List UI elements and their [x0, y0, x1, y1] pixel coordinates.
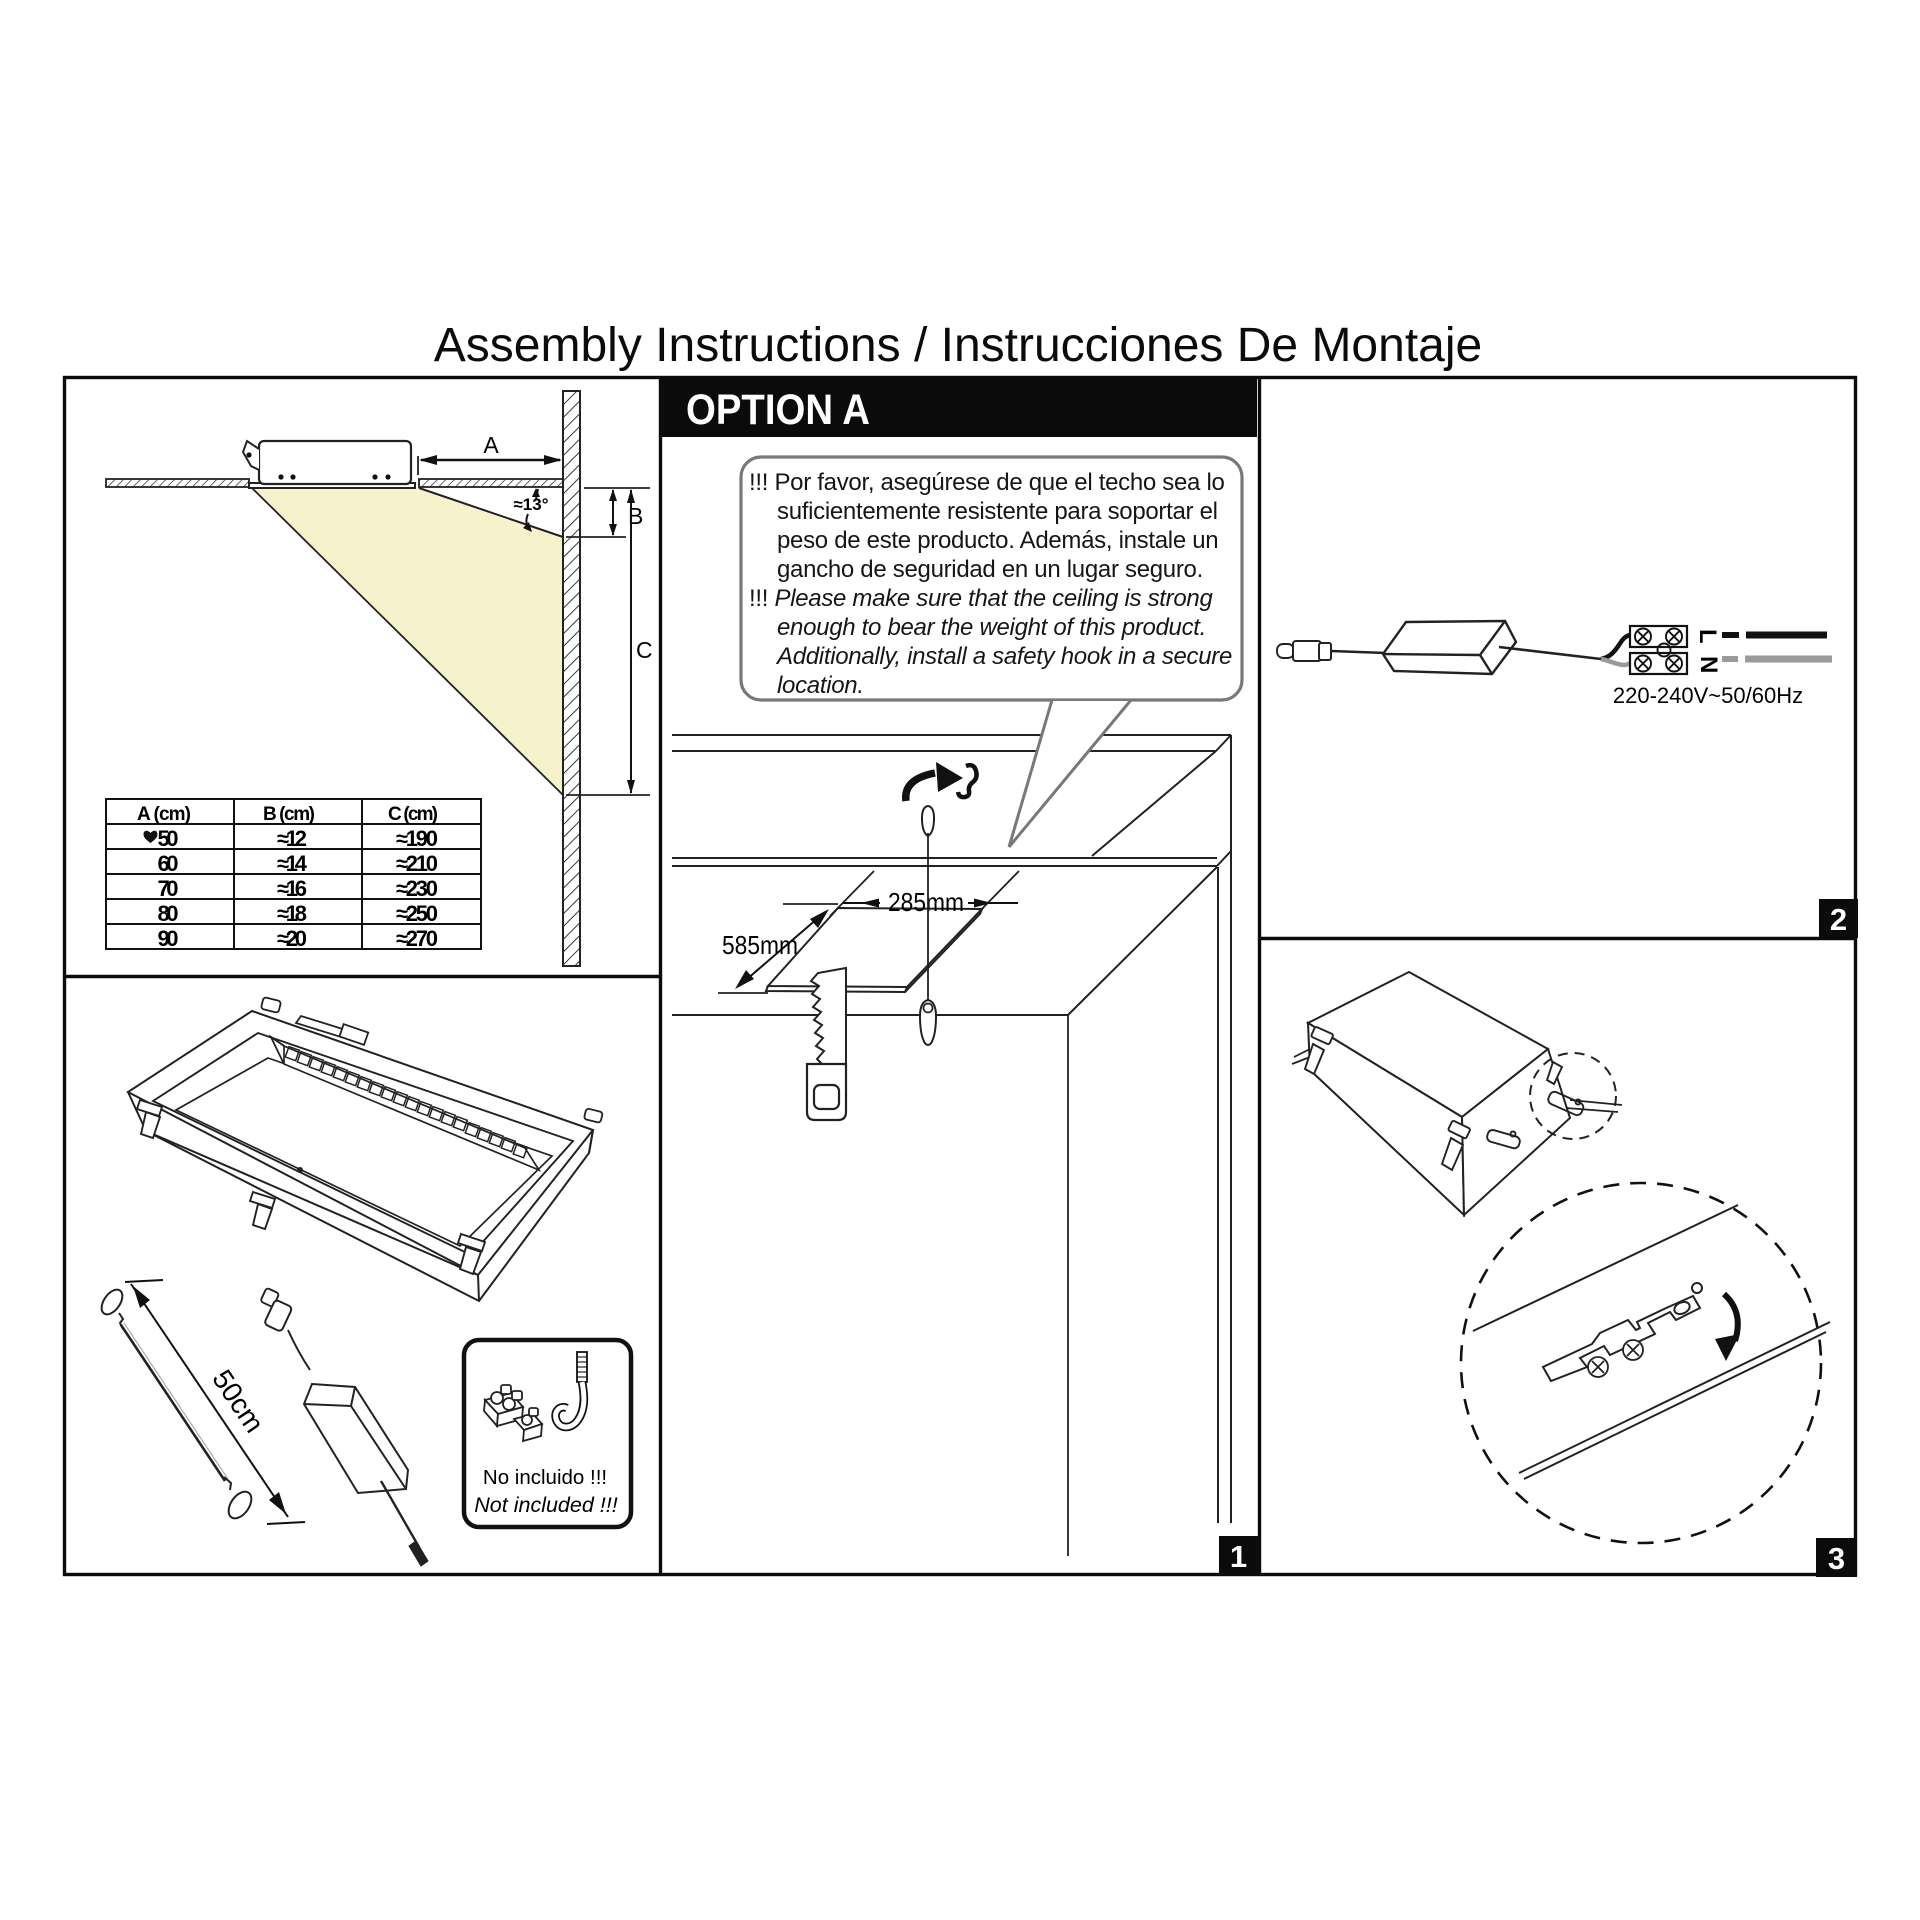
svg-text:C (cm): C (cm)	[388, 804, 438, 825]
svg-text:585mm: 585mm	[722, 930, 798, 960]
svg-text:No incluido !!!: No incluido !!!	[483, 1466, 607, 1489]
svg-text:≈14: ≈14	[277, 851, 308, 876]
svg-text:≈190: ≈190	[396, 826, 438, 851]
svg-text:285mm: 285mm	[888, 887, 964, 917]
svg-text:OPTION A: OPTION A	[686, 386, 870, 434]
svg-text:Not included !!!: Not included !!!	[474, 1493, 617, 1517]
svg-text:A: A	[483, 432, 499, 458]
svg-text:3: 3	[1828, 1541, 1845, 1576]
svg-text:≈230: ≈230	[396, 876, 438, 901]
svg-text:B (cm): B (cm)	[263, 804, 315, 825]
svg-text:Assembly Instructions / Instru: Assembly Instructions / Instrucciones De…	[434, 319, 1482, 372]
svg-text:≈270: ≈270	[396, 926, 438, 951]
svg-text:80: 80	[158, 901, 179, 926]
svg-text:Additionally, install a safety: Additionally, install a safety hook in a…	[775, 643, 1232, 670]
svg-text:≈20: ≈20	[277, 926, 307, 951]
svg-text:peso de este producto. Además,: peso de este producto. Además, instale u…	[777, 527, 1218, 554]
svg-text:enough to bear the weight of t: enough to bear the weight of this produc…	[777, 614, 1206, 641]
svg-text:A (cm): A (cm)	[137, 804, 191, 825]
svg-text:!!! Please make sure that the: !!! Please make sure that the ceiling is…	[749, 585, 1213, 612]
svg-text:gancho de seguridad en un luga: gancho de seguridad en un lugar seguro.	[777, 556, 1203, 583]
svg-text:60: 60	[158, 851, 179, 876]
svg-text:50cm: 50cm	[206, 1364, 270, 1438]
svg-text:C: C	[636, 637, 653, 663]
svg-text:≈12: ≈12	[277, 826, 307, 851]
svg-text:≈210: ≈210	[396, 851, 438, 876]
svg-text:location.: location.	[777, 672, 864, 699]
svg-text:≈16: ≈16	[277, 876, 307, 901]
svg-text:≈18: ≈18	[277, 901, 307, 926]
svg-text:suficientemente resistente par: suficientemente resistente para soportar…	[777, 498, 1218, 525]
svg-text:N: N	[1695, 656, 1722, 673]
svg-text:L: L	[1694, 629, 1721, 644]
svg-text:!!! Por favor, asegúrese de qu: !!! Por favor, asegúrese de que el techo…	[749, 469, 1225, 496]
svg-text:50: 50	[158, 826, 179, 851]
svg-text:1: 1	[1230, 1539, 1247, 1574]
svg-text:220-240V~50/60Hz: 220-240V~50/60Hz	[1613, 683, 1803, 708]
svg-text:2: 2	[1830, 902, 1847, 937]
svg-text:≈13°: ≈13°	[513, 495, 548, 514]
svg-text:≈250: ≈250	[396, 901, 438, 926]
svg-text:70: 70	[158, 876, 179, 901]
svg-text:90: 90	[158, 926, 179, 951]
